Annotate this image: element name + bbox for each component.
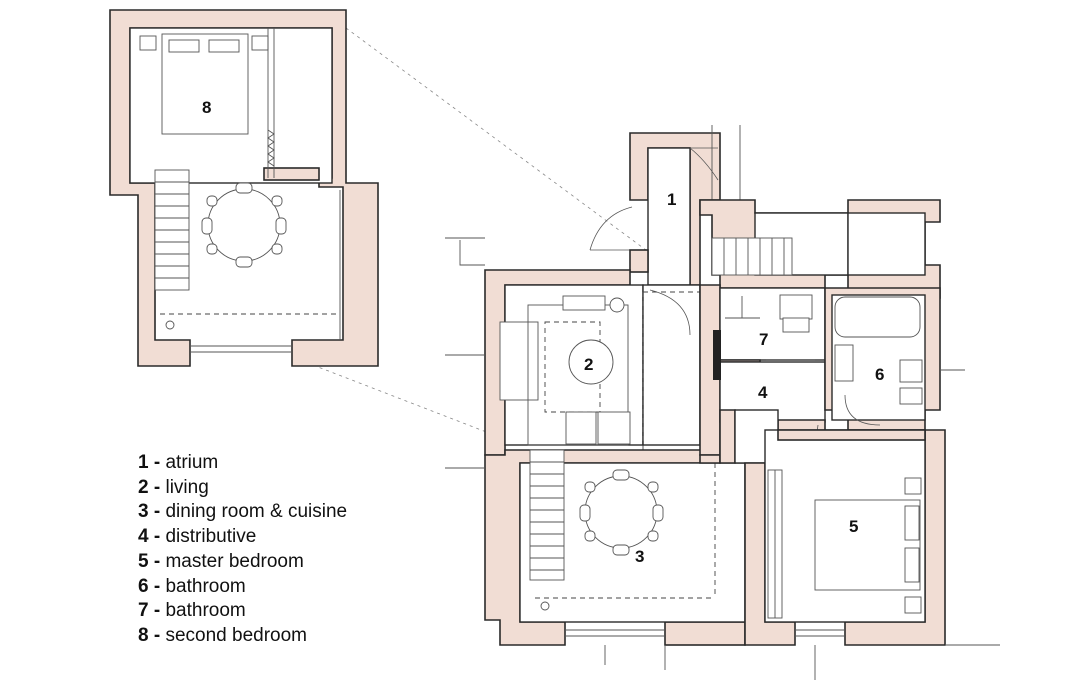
legend-separator: - [148,600,166,622]
legend-item: 3 - dining room & cuisine [138,500,347,525]
room-label-5: 5 [849,517,858,536]
legend-number: 2 [138,476,149,498]
legend-item: 7 - bathroom [138,599,347,624]
legend-item: 6 - bathroom [138,575,347,600]
legend-separator: - [148,476,166,498]
legend-name: bathroom [165,575,246,597]
legend-name: atrium [165,452,219,473]
legend-number: 5 [138,550,149,572]
room-label-4: 4 [758,383,768,402]
room-label-3: 3 [635,547,644,566]
legend-separator: - [148,550,166,572]
legend-item: 5 - master bedroom [138,550,347,575]
legend-number: 4 [138,526,149,548]
legend-separator: - [148,501,166,523]
legend-item: 1 - atrium [138,451,347,476]
legend-number: 6 [138,575,149,597]
legend-item: 4 - distributive [138,525,347,550]
detail-inset: 8 [109,9,701,446]
legend-number: 7 [138,600,149,622]
legend-separator: - [148,526,166,548]
legend-item: 8 - second bedroom [138,624,347,649]
legend-separator: - [148,575,166,597]
main-plan: 1 2 3 4 5 6 7 [445,125,1000,680]
legend-separator: - [148,624,166,646]
legend-number: 3 [138,501,149,523]
room-label-6: 6 [875,365,884,384]
detail-room-label-8: 8 [202,98,211,117]
room-label-2: 2 [584,355,593,374]
room-label-7: 7 [759,330,768,349]
legend-name: second bedroom [165,624,308,646]
legend-name: bathroom [165,600,246,622]
legend-name: dining room & cuisine [165,501,348,523]
room-label-1: 1 [667,190,676,209]
legend-number: 8 [138,624,149,646]
legend-name: living [165,476,209,498]
legend-item: 2 - living [138,476,347,501]
legend-name: distributive [165,526,257,548]
legend-separator: - [148,452,166,473]
room-legend: 1 - atrium 2 - living 3 - dining room & … [138,451,347,649]
legend-number: 1 [138,452,149,473]
legend-name: master bedroom [165,550,304,572]
